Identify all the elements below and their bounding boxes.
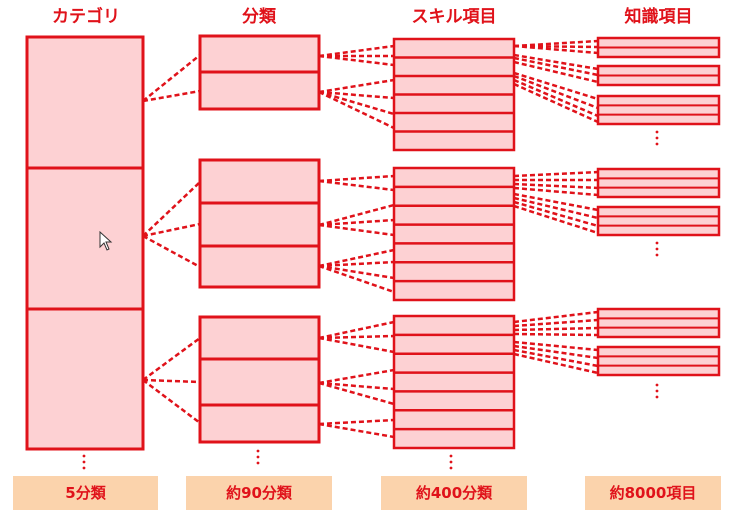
header-skill-items: スキル項目 [411, 7, 497, 27]
connector-line [513, 82, 599, 124]
connector-line [318, 260, 395, 268]
knowledge-item-group [596, 167, 721, 199]
knowledge-item-group [596, 205, 721, 237]
classification-continuation-dots [256, 449, 260, 465]
connector-line [142, 379, 201, 424]
connector-line [142, 234, 201, 269]
connector-line [513, 71, 599, 101]
connector-line [318, 174, 395, 183]
connector-line [318, 54, 395, 67]
connector-line [513, 182, 599, 190]
connector-line [513, 332, 599, 337]
connector-line [513, 326, 599, 332]
connector-line [142, 378, 201, 384]
classification-group [198, 158, 321, 289]
skill-item-group [392, 166, 516, 302]
connector-line [142, 54, 201, 102]
skill-item-group [392, 314, 516, 450]
connector-line [318, 368, 395, 385]
connector-line [318, 44, 395, 58]
knowledge-continuation-dots [655, 241, 659, 257]
connector-line [318, 381, 395, 391]
knowledge-item-group [596, 345, 721, 377]
connector-line [513, 310, 599, 324]
connector-line [513, 44, 599, 55]
count-category: 5分類 [13, 476, 158, 510]
connector-line [513, 204, 599, 235]
category-column [25, 35, 145, 451]
connector-line [318, 381, 395, 406]
connector-line [513, 348, 599, 368]
connector-line [513, 318, 599, 328]
connector-line [318, 203, 395, 227]
header-category: カテゴリ [52, 7, 120, 27]
connector-line [318, 264, 395, 280]
connector-line [513, 192, 599, 212]
connector-line [513, 344, 599, 360]
connector-line [318, 90, 395, 130]
connector-line [318, 78, 395, 94]
count-skill-items: 約400分類 [381, 476, 527, 510]
classification-group [198, 315, 321, 444]
connector-line [318, 320, 395, 340]
connector-line [513, 56, 599, 77]
knowledge-item-group [596, 307, 721, 339]
connector-line [513, 74, 599, 110]
connector-line [318, 218, 395, 227]
connector-line [318, 334, 395, 340]
connector-line [513, 186, 599, 197]
connector-line [513, 196, 599, 220]
connector-line [513, 352, 599, 375]
knowledge-item-group [596, 94, 721, 126]
connector-line [513, 60, 599, 84]
count-knowledge-items: 約8000項目 [585, 476, 721, 510]
count-classification: 約90分類 [186, 476, 332, 510]
connector-line [513, 53, 599, 71]
connector-line [318, 248, 395, 268]
header-classification: 分類 [242, 7, 276, 27]
header-knowledge-items: 知識項目 [624, 7, 693, 27]
connector-line [318, 422, 395, 439]
connector-line [318, 223, 395, 237]
connector-line [513, 44, 599, 49]
connector-line [318, 179, 395, 192]
connector-line [513, 200, 599, 228]
mouse-cursor-icon [99, 231, 113, 251]
connector-line [142, 222, 201, 238]
connector-line [513, 39, 599, 48]
connector-line [142, 89, 201, 103]
connector-line [318, 336, 395, 354]
skill-continuation-dots [449, 454, 453, 470]
connector-line [318, 90, 395, 100]
connector-line [142, 336, 201, 382]
connector-line [318, 264, 395, 294]
connector-line [318, 418, 395, 426]
knowledge-continuation-dots [655, 383, 659, 399]
knowledge-continuation-dots [655, 130, 659, 146]
connector-line [318, 90, 395, 116]
connector-line [142, 181, 201, 237]
connector-line [513, 170, 599, 178]
category-continuation-dots [82, 454, 86, 470]
connector-line [513, 78, 599, 118]
connector-line [513, 340, 599, 352]
